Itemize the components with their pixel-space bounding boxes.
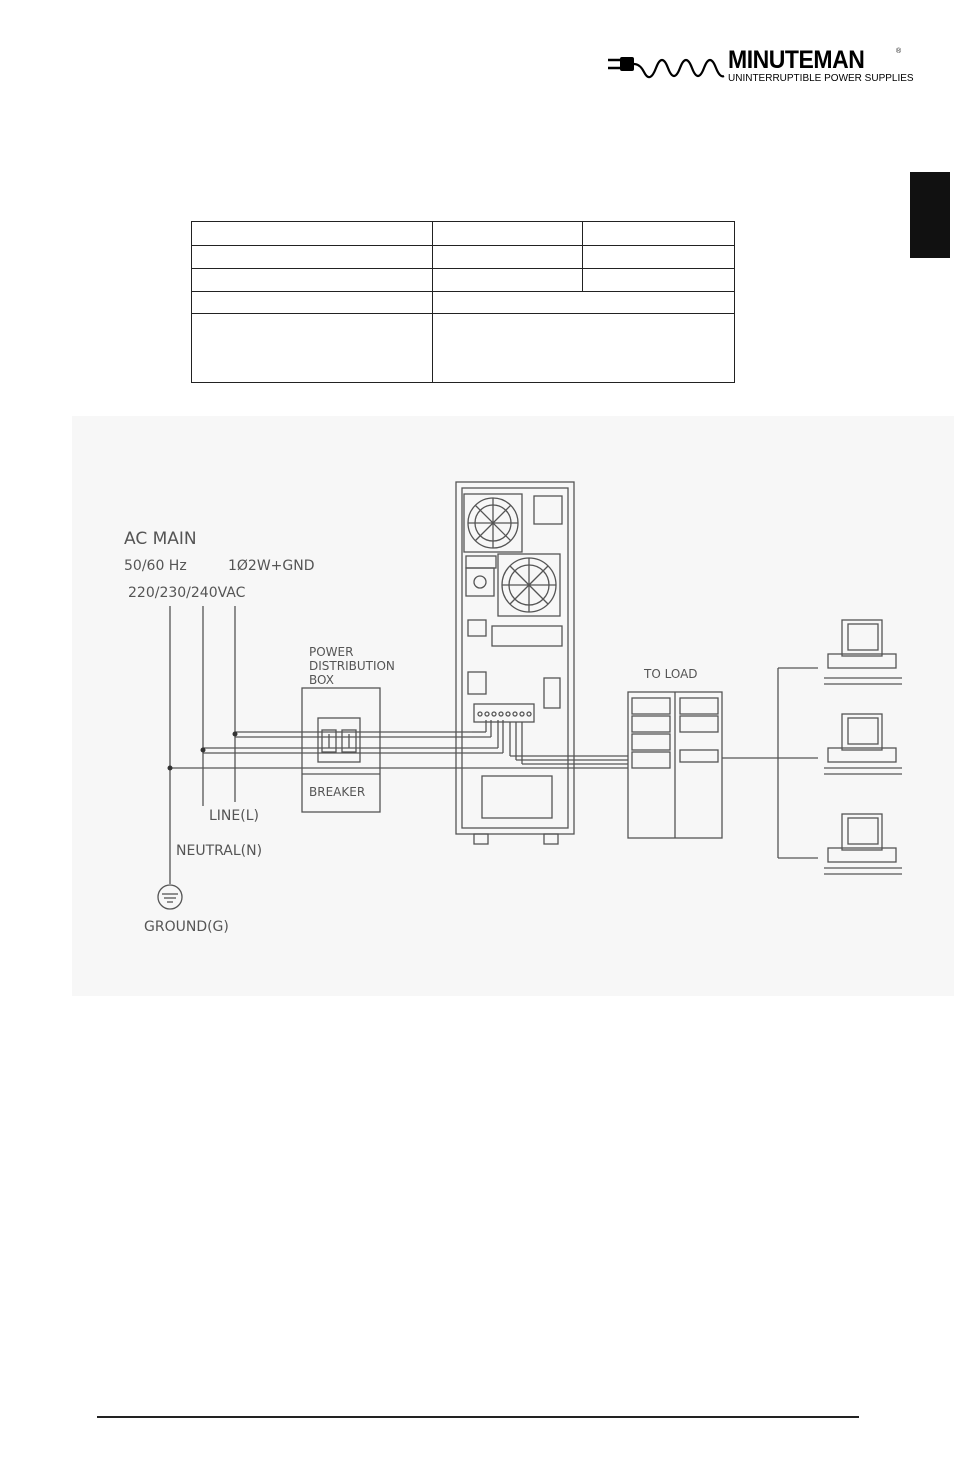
minuteman-logo: MINUTEMAN ® UNINTERRUPTIBLE POWER SUPPLI… <box>606 46 914 88</box>
table-cell <box>432 245 583 269</box>
table-cell <box>191 268 433 292</box>
line-label: LINE(L) <box>209 808 259 824</box>
table-cell <box>582 268 735 292</box>
table-cell <box>432 291 735 314</box>
section-tab <box>910 172 950 258</box>
plug-wave-icon <box>608 57 725 79</box>
ground-label: GROUND(G) <box>144 919 229 935</box>
neutral-label: NEUTRAL(N) <box>176 843 262 859</box>
table-cell <box>191 245 433 269</box>
brand-tagline: UNINTERRUPTIBLE POWER SUPPLIES <box>728 73 914 84</box>
power-box-label: DISTRIBUTION <box>309 659 395 673</box>
table-cell <box>432 268 583 292</box>
table-row <box>191 313 735 383</box>
table-cell <box>432 221 583 246</box>
table-row <box>191 221 735 246</box>
ac-main-label: AC MAIN <box>124 529 197 549</box>
brand-name: MINUTEMAN <box>728 46 865 74</box>
power-box-label: BOX <box>309 673 334 687</box>
table-row <box>191 245 735 269</box>
wiring-diagram-svg: AC MAIN 50/60 Hz 1Ø2W+GND 220/230/240VAC… <box>124 481 902 935</box>
table-cell <box>191 221 433 246</box>
power-box-label: POWER <box>309 645 353 659</box>
table-row <box>191 291 735 314</box>
table-row <box>191 268 735 292</box>
registered-mark: ® <box>896 48 902 55</box>
table-cell <box>191 313 433 383</box>
footer-rule <box>97 1416 859 1418</box>
spec-table <box>191 221 735 383</box>
breaker-label: BREAKER <box>309 785 365 799</box>
table-cell <box>582 221 735 246</box>
table-cell <box>191 291 433 314</box>
wiring-diagram: AC MAIN 50/60 Hz 1Ø2W+GND 220/230/240VAC… <box>72 416 954 996</box>
voltage-label: 220/230/240VAC <box>128 585 246 601</box>
to-load-label: TO LOAD <box>643 667 698 681</box>
phase-label: 1Ø2W+GND <box>228 558 315 574</box>
frequency-label: 50/60 Hz <box>124 558 187 574</box>
table-cell <box>582 245 735 269</box>
table-cell <box>432 313 735 383</box>
